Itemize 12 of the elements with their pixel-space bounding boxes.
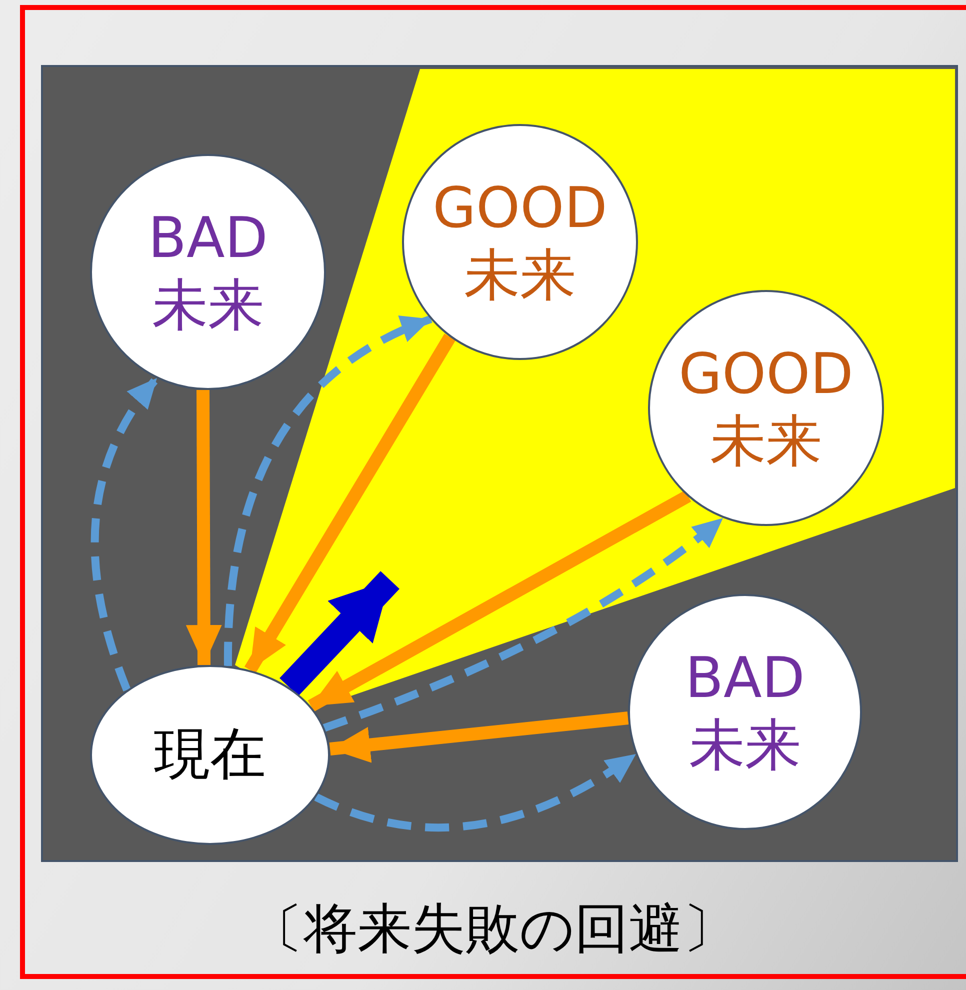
arrow	[244, 334, 456, 674]
arrow	[308, 490, 692, 712]
arrow	[224, 315, 432, 666]
arrow	[329, 712, 629, 763]
caption: 〔将来失敗の回避〕	[250, 896, 736, 962]
node-text: BAD 未来	[147, 204, 269, 340]
node-text: GOOD 未来	[432, 174, 608, 310]
node-text: GOOD 未来	[678, 340, 854, 476]
arrow	[186, 390, 222, 666]
arrow	[90, 376, 160, 692]
node-text: BAD 未来	[684, 644, 806, 780]
node-text: 現在	[153, 721, 267, 789]
